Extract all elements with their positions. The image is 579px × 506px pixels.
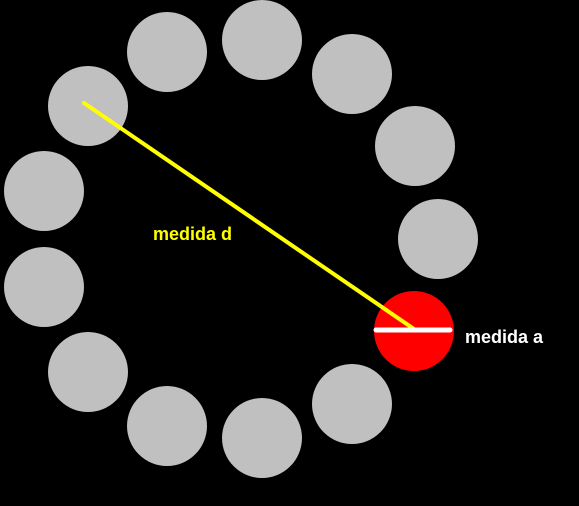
gray-circle: [4, 151, 84, 231]
gray-circle: [312, 34, 392, 114]
measure-d-line: [82, 101, 416, 331]
gray-circle: [48, 332, 128, 412]
gray-circle: [127, 12, 207, 92]
gray-circle: [127, 386, 207, 466]
gray-circle: [4, 247, 84, 327]
gray-circles: [4, 0, 478, 478]
gray-circle: [222, 398, 302, 478]
gray-circle: [398, 199, 478, 279]
measure-d-label: medida d: [153, 224, 232, 244]
measure-a-label: medida a: [465, 327, 544, 347]
gray-circle: [375, 106, 455, 186]
gray-circle: [222, 0, 302, 80]
gray-circle: [312, 364, 392, 444]
